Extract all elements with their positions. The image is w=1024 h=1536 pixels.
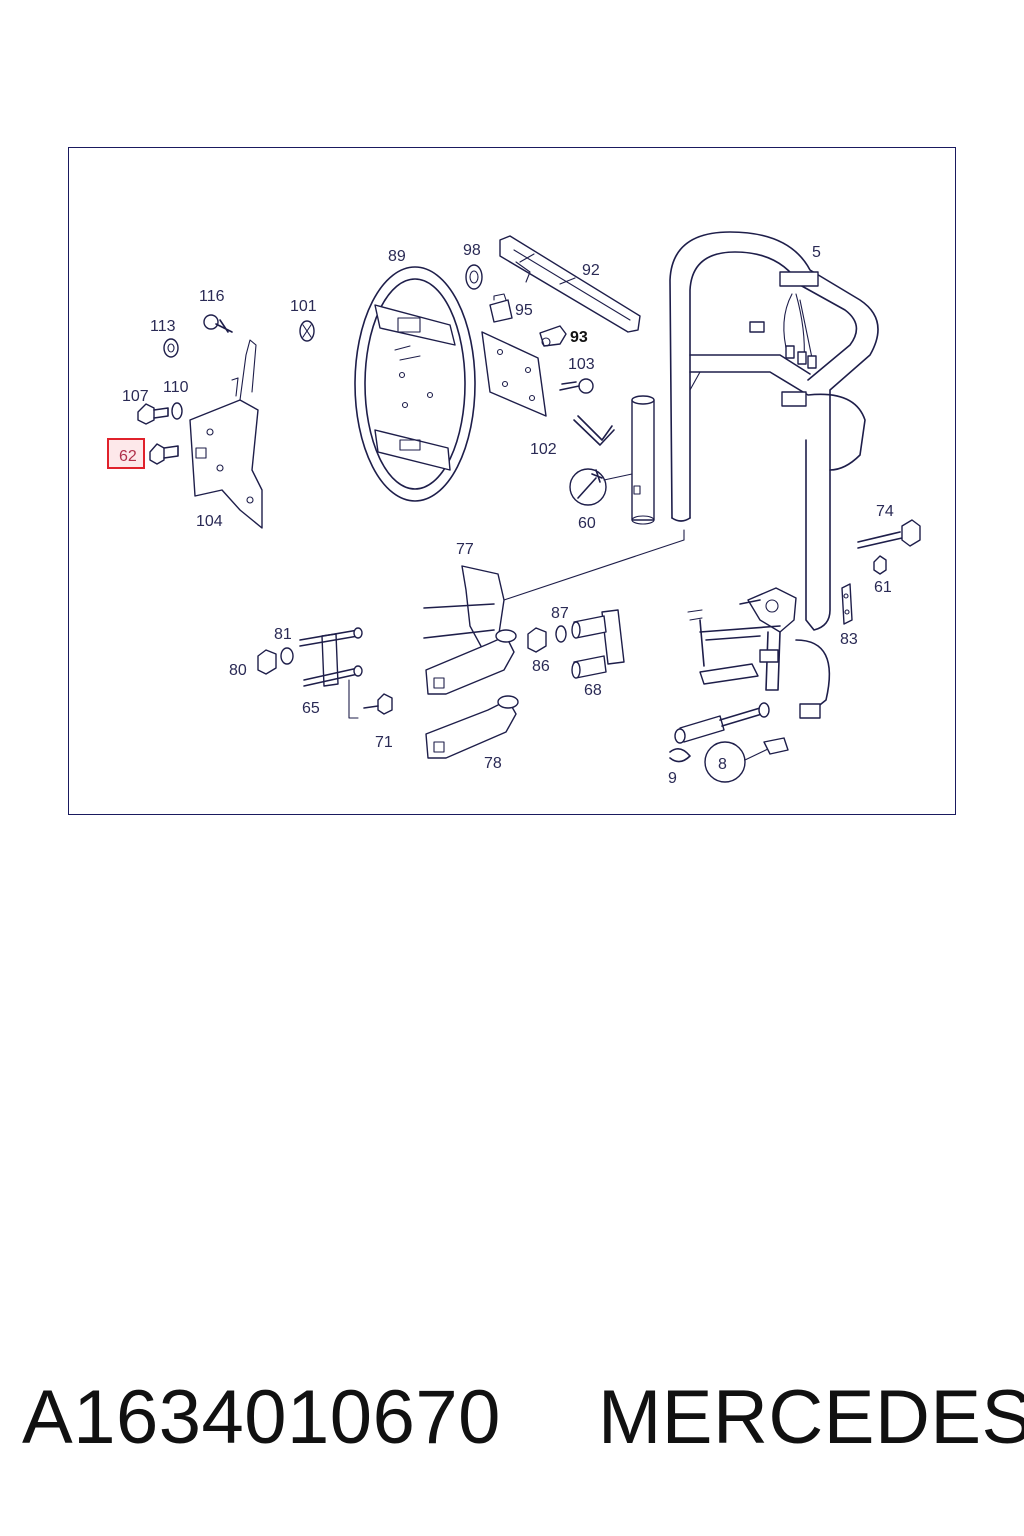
label-86: 86	[532, 658, 550, 675]
label-102: 102	[530, 441, 557, 458]
screw-103	[559, 378, 594, 394]
leader-lines	[348, 529, 685, 719]
grommet-98	[465, 264, 483, 290]
label-104: 104	[196, 513, 223, 530]
label-89: 89	[388, 248, 406, 265]
label-74: 74	[876, 503, 894, 520]
brand-name: MERCEDES	[598, 1375, 1024, 1460]
nut-86	[527, 625, 567, 653]
bracket-81	[299, 627, 363, 687]
gas-strut-8	[674, 702, 789, 783]
bulb-93	[539, 325, 567, 347]
label-61: 61	[874, 579, 892, 596]
label-8: 8	[718, 756, 727, 773]
label-5: 5	[812, 244, 821, 261]
label-93: 93	[570, 329, 588, 346]
label-65: 65	[302, 700, 320, 717]
bushings-68	[571, 609, 625, 679]
handle-77	[423, 565, 517, 695]
frame-tube-5	[669, 231, 879, 631]
bolt-74	[857, 519, 921, 549]
label-83: 83	[840, 631, 858, 648]
bolt-116	[203, 314, 233, 333]
plate-101	[299, 320, 315, 342]
label-95: 95	[515, 302, 533, 319]
bolt-62	[149, 443, 179, 465]
label-80: 80	[229, 662, 247, 679]
label-62: 62	[119, 448, 137, 465]
clip-9	[669, 748, 691, 763]
handle-78	[425, 695, 519, 759]
wheel-carrier-89	[354, 266, 476, 502]
washer-113	[163, 338, 179, 358]
label-78: 78	[484, 755, 502, 772]
clip-95	[489, 293, 513, 323]
label-98: 98	[463, 242, 481, 259]
label-68: 68	[584, 682, 602, 699]
label-87: 87	[551, 605, 569, 622]
label-116: 116	[199, 288, 225, 305]
nut-80	[257, 647, 294, 675]
label-9: 9	[668, 770, 677, 787]
part-labels: 5 8 9 60 61 65 68 71 74 77 78 80 81 83 8…	[122, 242, 894, 787]
mounting-plate-102	[481, 331, 547, 417]
label-71: 71	[375, 734, 393, 751]
lamp-housing-92	[499, 235, 641, 333]
tool-icon	[569, 468, 607, 506]
latch-assembly	[687, 587, 831, 719]
label-107: 107	[122, 388, 149, 405]
label-81: 81	[274, 626, 292, 643]
part-number: A1634010670	[22, 1375, 501, 1460]
label-101: 101	[290, 298, 317, 315]
label-60: 60	[578, 515, 596, 532]
clip-60	[573, 415, 615, 446]
washer-110	[171, 402, 183, 420]
bolt-107	[137, 403, 169, 425]
label-110: 110	[163, 379, 189, 396]
highlighted-part-62[interactable]: 62	[107, 438, 145, 469]
post-60	[603, 395, 655, 525]
bracket-104	[189, 339, 263, 529]
bolt-71	[363, 693, 393, 715]
label-113: 113	[150, 318, 176, 335]
nut-61	[873, 555, 887, 575]
label-92: 92	[582, 262, 600, 279]
bracket-83	[841, 583, 853, 625]
label-77: 77	[456, 541, 474, 558]
label-103: 103	[568, 356, 595, 373]
